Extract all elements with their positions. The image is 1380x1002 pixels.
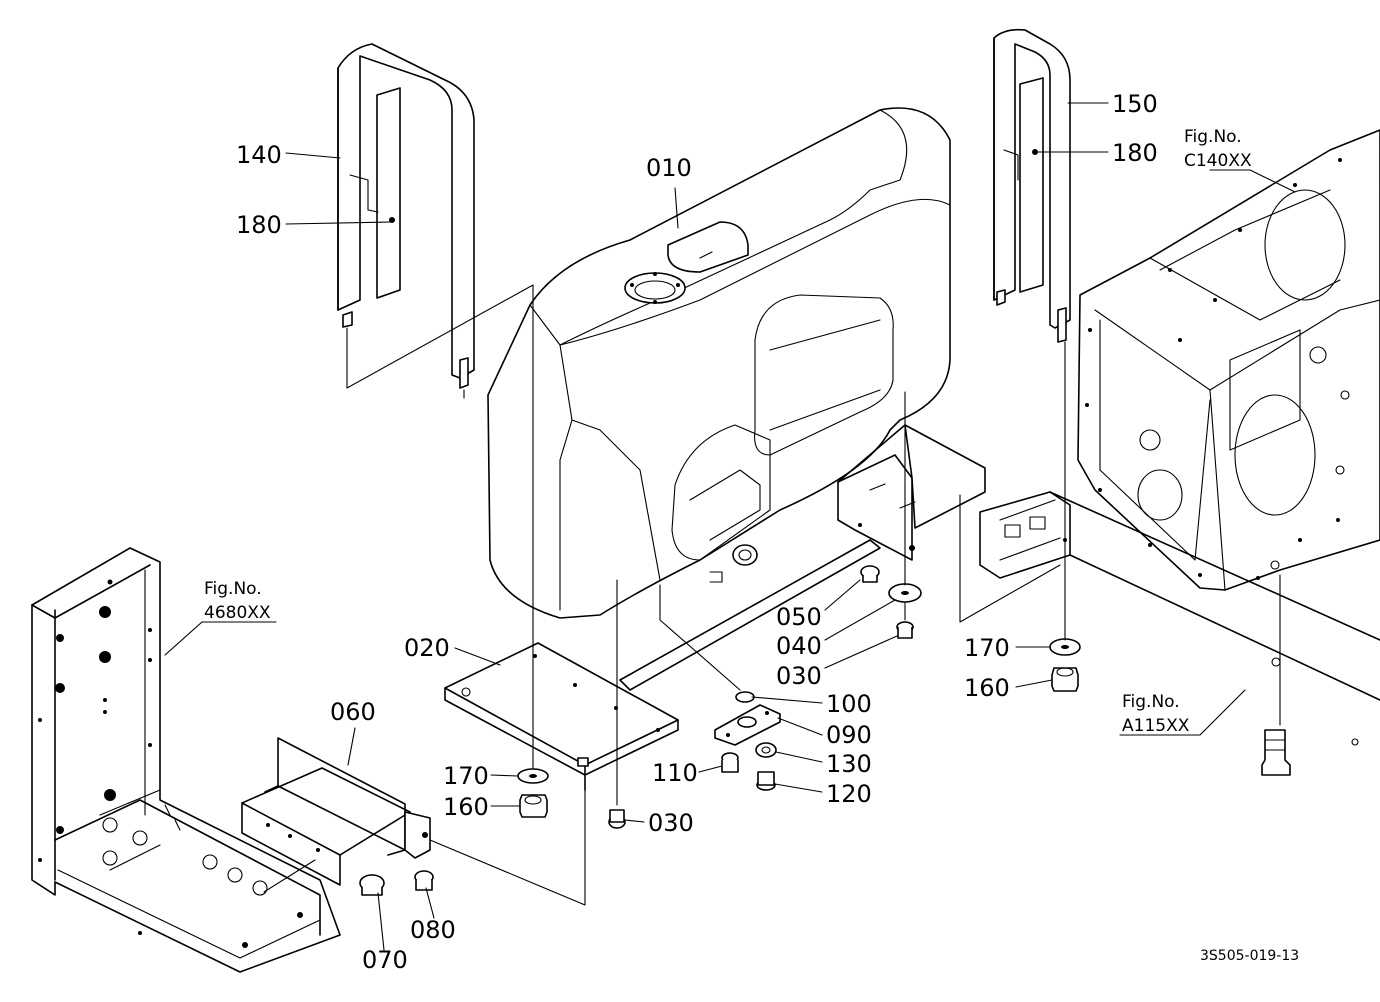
bracket-060 bbox=[241, 737, 431, 886]
callout-010: 010 bbox=[646, 154, 692, 182]
bolt-120 bbox=[756, 771, 776, 791]
callout-020: 020 bbox=[404, 634, 450, 662]
bolt-050 bbox=[860, 565, 880, 583]
ref-a115-label: Fig.No. bbox=[1122, 692, 1180, 712]
bolt-080 bbox=[414, 870, 434, 891]
callout-030-upper: 030 bbox=[776, 662, 822, 690]
bolt-030-upper bbox=[896, 621, 914, 639]
assembly-guide-lines bbox=[263, 284, 1281, 906]
transmission-housing bbox=[1077, 129, 1380, 591]
ref-4680-code: 4680XX bbox=[204, 603, 271, 623]
washer-130 bbox=[755, 742, 777, 758]
nut-160-left bbox=[519, 794, 548, 818]
fuel-tank-010 bbox=[487, 107, 951, 619]
callout-070: 070 bbox=[362, 946, 408, 974]
callout-160-left: 160 bbox=[443, 793, 489, 821]
callout-140: 140 bbox=[236, 141, 282, 169]
callout-180-left: 180 bbox=[236, 211, 282, 239]
o-ring-100 bbox=[735, 691, 755, 703]
callout-170-right: 170 bbox=[964, 634, 1010, 662]
callout-060: 060 bbox=[330, 698, 376, 726]
bolt-030-lower bbox=[608, 809, 626, 829]
callout-120: 120 bbox=[826, 780, 872, 808]
drawing-code: 3S505-019-13 bbox=[1200, 948, 1299, 964]
callout-080: 080 bbox=[410, 916, 456, 944]
callout-170-left: 170 bbox=[443, 762, 489, 790]
washer-170-right bbox=[1049, 638, 1081, 656]
callout-090: 090 bbox=[826, 721, 872, 749]
callout-150: 150 bbox=[1112, 90, 1158, 118]
tank-strap-140 bbox=[337, 43, 475, 389]
bolt-110 bbox=[721, 752, 739, 773]
washer-170-left bbox=[517, 768, 549, 784]
ref-c140-label: Fig.No. bbox=[1184, 127, 1242, 147]
bolt-070 bbox=[359, 874, 385, 896]
ref-a115-code: A115XX bbox=[1122, 716, 1190, 736]
callout-100: 100 bbox=[826, 690, 872, 718]
callout-180-right: 180 bbox=[1112, 139, 1158, 167]
callout-labels: 140 180 010 150 180 020 050 040 030 170 … bbox=[236, 90, 1158, 974]
callout-160-right: 160 bbox=[964, 674, 1010, 702]
callout-130: 130 bbox=[826, 750, 872, 778]
callout-110: 110 bbox=[652, 759, 698, 787]
nut-160-right bbox=[1051, 667, 1079, 692]
washer-040 bbox=[888, 583, 922, 603]
left-frame bbox=[31, 547, 341, 973]
base-plate-020 bbox=[444, 642, 679, 791]
leader-lines bbox=[164, 102, 1296, 951]
frame-rail bbox=[979, 491, 1380, 776]
callout-040: 040 bbox=[776, 632, 822, 660]
callout-030-lower: 030 bbox=[648, 809, 694, 837]
tank-strap-150 bbox=[993, 28, 1071, 343]
ref-4680-label: Fig.No. bbox=[204, 579, 262, 599]
figure-references: Fig.No. C140XX Fig.No. 4680XX Fig.No. A1… bbox=[201, 127, 1252, 736]
ref-c140-code: C140XX bbox=[1184, 151, 1252, 171]
tank-support-bracket bbox=[619, 424, 986, 691]
callout-050: 050 bbox=[776, 603, 822, 631]
plate-090 bbox=[714, 704, 781, 746]
